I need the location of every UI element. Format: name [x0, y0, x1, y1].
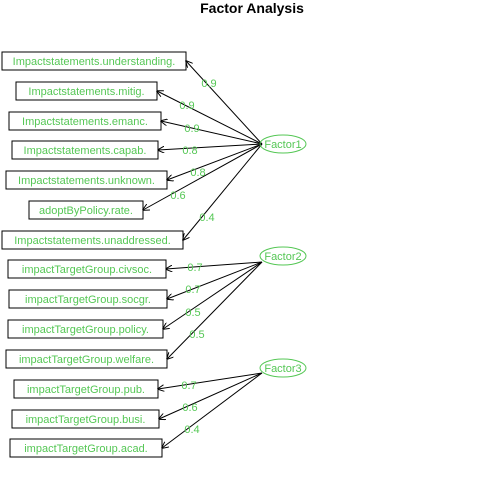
- loading-value: 0.5: [185, 307, 200, 319]
- variable-label: impactTargetGroup.acad.: [24, 443, 148, 455]
- variable-box: [8, 289, 168, 309]
- variable-label: impactTargetGroup.busi.: [26, 414, 146, 426]
- variable-label: Impactstatements.emanc.: [22, 116, 148, 128]
- loading-value: 0.7: [185, 284, 200, 296]
- variable-box: [11, 140, 159, 160]
- loading-arrow: [163, 261, 263, 329]
- variable-box: [5, 349, 168, 369]
- variable-label: Impactstatements.unaddressed.: [14, 235, 171, 247]
- loading-arrow: [143, 143, 263, 210]
- variable-box: [7, 259, 167, 279]
- variable-box: [7, 319, 164, 339]
- variable-label: Impactstatements.mitig.: [28, 86, 144, 98]
- loading-value: 0.9: [184, 123, 199, 135]
- variable-box: [15, 81, 158, 101]
- variables-layer: Impactstatements.understanding. Impactsta…: [1, 51, 187, 458]
- loading-arrow: [162, 372, 263, 448]
- edges-layer: [143, 61, 263, 448]
- loading-arrow: [186, 61, 263, 145]
- variable-label: adoptByPolicy.rate.: [39, 205, 133, 217]
- factor-ellipse: [259, 134, 307, 154]
- loading-arrow: [158, 143, 263, 150]
- loading-value: 0.4: [199, 212, 214, 224]
- loading-arrow: [166, 261, 263, 269]
- loading-value: 0.8: [182, 145, 197, 157]
- variable-box: [13, 379, 159, 399]
- variable-box: [8, 111, 162, 131]
- loading-value: 0.6: [182, 402, 197, 414]
- variable-label: impactTargetGroup.pub.: [27, 384, 145, 396]
- diagram-title: Factor Analysis: [200, 0, 304, 16]
- variable-label: impactTargetGroup.civsoc.: [22, 264, 152, 276]
- loading-value: 0.6: [170, 190, 185, 202]
- loading-value: 0.9: [179, 100, 194, 112]
- loading-arrow: [183, 143, 263, 240]
- loading-value: 0.5: [189, 329, 204, 341]
- factor-ellipse: [259, 246, 307, 266]
- loading-arrow: [167, 261, 263, 299]
- loading-value: 0.8: [190, 167, 205, 179]
- variable-label: impactTargetGroup.policy.: [22, 324, 149, 336]
- loading-value: 0.7: [181, 380, 196, 392]
- loading-value: 0.7: [187, 262, 202, 274]
- factor-label: Factor1: [264, 139, 301, 151]
- variable-label: Impactstatements.understanding.: [13, 56, 176, 68]
- loading-arrow: [167, 261, 263, 359]
- variable-box: [11, 409, 160, 429]
- loading-arrow: [161, 121, 263, 145]
- variable-label: Impactstatements.capab.: [24, 145, 147, 157]
- loadings-layer: 0.9 0.9 0.9 0.8 0.8 0.6 0.4 0.7 0.7 0.5 0.5 0.7 0.6 0…: [170, 78, 216, 436]
- factor-ellipse: [259, 358, 307, 378]
- variable-label: impactTargetGroup.welfare.: [19, 354, 154, 366]
- loading-arrow: [159, 372, 263, 419]
- variable-box: [1, 51, 187, 71]
- variable-box: [1, 230, 184, 250]
- loading-arrow: [158, 372, 263, 389]
- variable-box: [5, 170, 168, 190]
- variable-box: [9, 438, 163, 458]
- factor-label: Factor2: [264, 251, 301, 263]
- variable-label: impactTargetGroup.socgr.: [25, 294, 151, 306]
- variable-label: Impactstatements.unknown.: [18, 175, 155, 187]
- loading-value: 0.4: [184, 424, 199, 436]
- loading-arrow: [167, 143, 263, 180]
- variable-box: [28, 200, 144, 220]
- loading-value: 0.9: [201, 78, 216, 90]
- loading-arrow: [157, 91, 263, 145]
- factor-label: Factor3: [264, 363, 301, 375]
